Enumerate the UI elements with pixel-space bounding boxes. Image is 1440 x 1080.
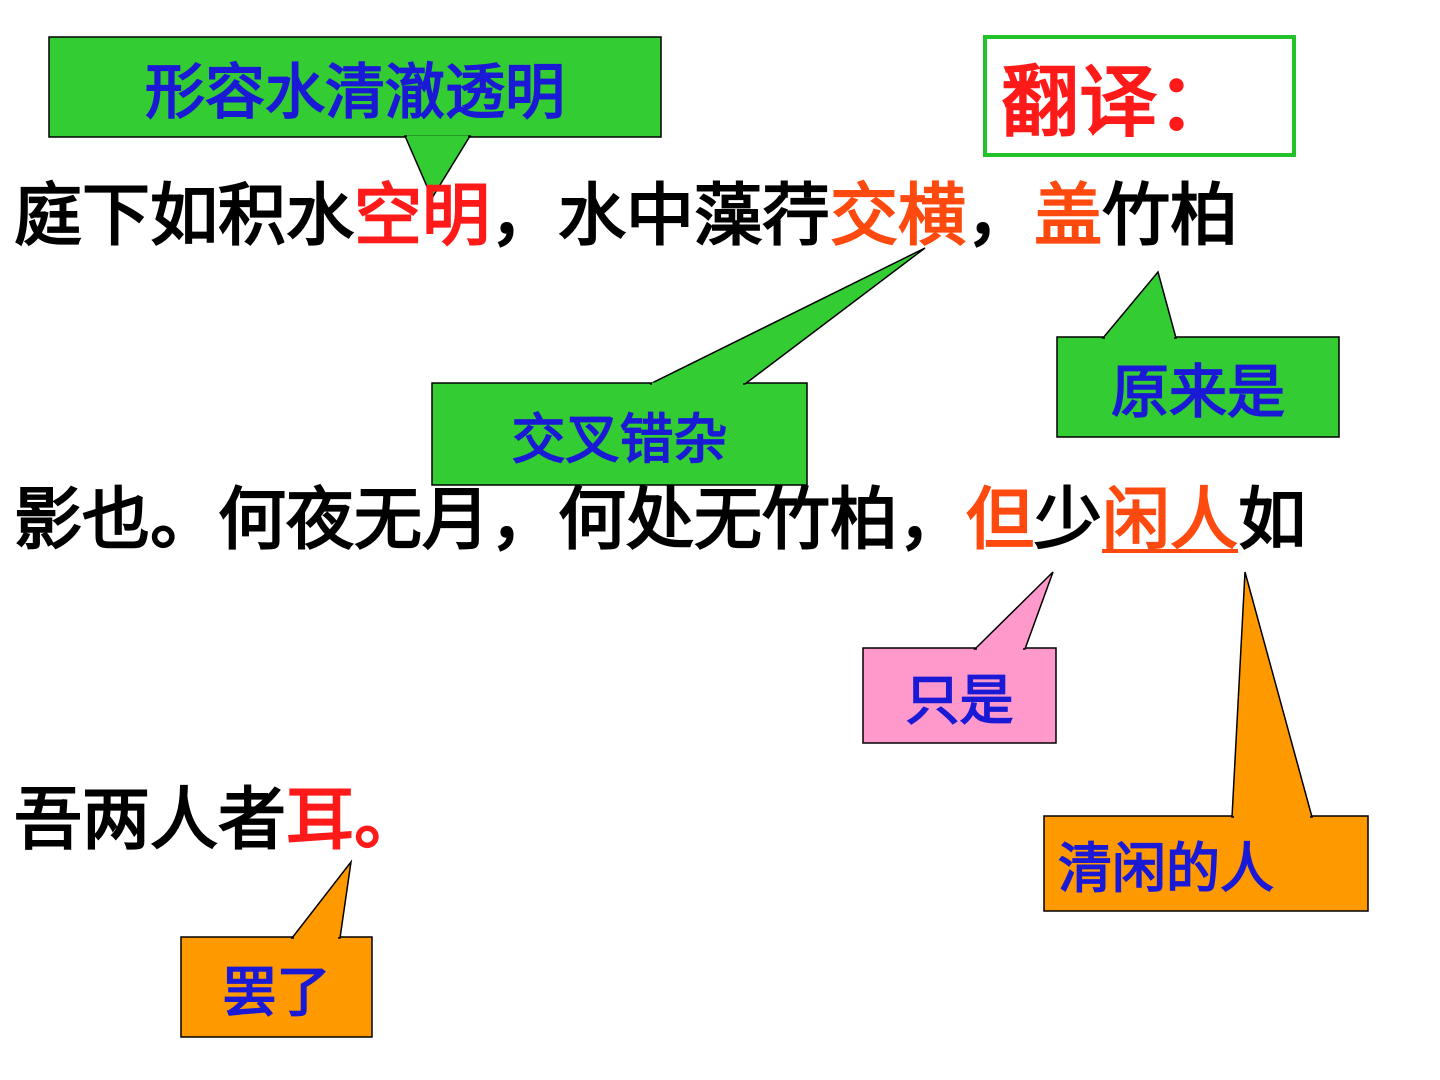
callout-desc-text: 形容水清澈透明	[145, 57, 565, 128]
passage-segment: 如	[1238, 481, 1307, 560]
callout-idle-shape	[1043, 815, 1369, 912]
passage-segment: 竹柏	[1102, 177, 1239, 256]
callout-cross-text: 交叉错杂	[511, 406, 728, 471]
passage-segment: 吾两人者	[14, 781, 287, 860]
passage-segment: 闲人	[1102, 481, 1239, 560]
translation-label: 翻译：	[983, 35, 1296, 157]
callout-idle-pointer	[1231, 571, 1313, 818]
passage-line-3: 吾两人者耳。	[14, 787, 422, 855]
callout-merely-shape	[180, 936, 373, 1038]
callout-idle-text: 清闲的人	[1058, 836, 1274, 900]
callout-merely-pointer	[290, 859, 353, 939]
passage-segment: ，	[966, 177, 1035, 256]
passage-segment: 少	[1034, 481, 1103, 560]
callout-turnout-pointer	[1101, 270, 1177, 339]
passage-line-2: 影也。何夜无月，何处无竹柏，但少闲人如	[14, 487, 1306, 555]
callout-cross-pointer	[649, 247, 926, 385]
passage-segment: 影也。何夜无月，何处无竹柏，	[14, 481, 967, 560]
callout-turnout-text: 原来是	[1110, 358, 1285, 426]
passage-line-1: 庭下如积水空明，水中藻荇交横，盖竹柏	[14, 183, 1238, 251]
passage-segment: 但	[966, 481, 1035, 560]
callout-desc-shape	[48, 36, 662, 138]
callout-only-pointer	[973, 571, 1054, 650]
passage-segment: ，水中藻荇	[490, 177, 831, 256]
callout-only-text: 只是	[905, 668, 1014, 732]
callout-cross-shape	[431, 382, 808, 486]
callout-merely-text: 罢了	[222, 959, 331, 1024]
passage-segment: 耳。	[286, 781, 423, 860]
passage-segment: 空明	[354, 177, 491, 256]
passage-segment: 交横	[830, 177, 967, 256]
passage-segment: 盖	[1034, 177, 1103, 256]
passage-segment: 庭下如积水	[14, 177, 355, 256]
callout-turnout-shape	[1056, 336, 1340, 438]
callout-only-shape	[862, 647, 1057, 744]
